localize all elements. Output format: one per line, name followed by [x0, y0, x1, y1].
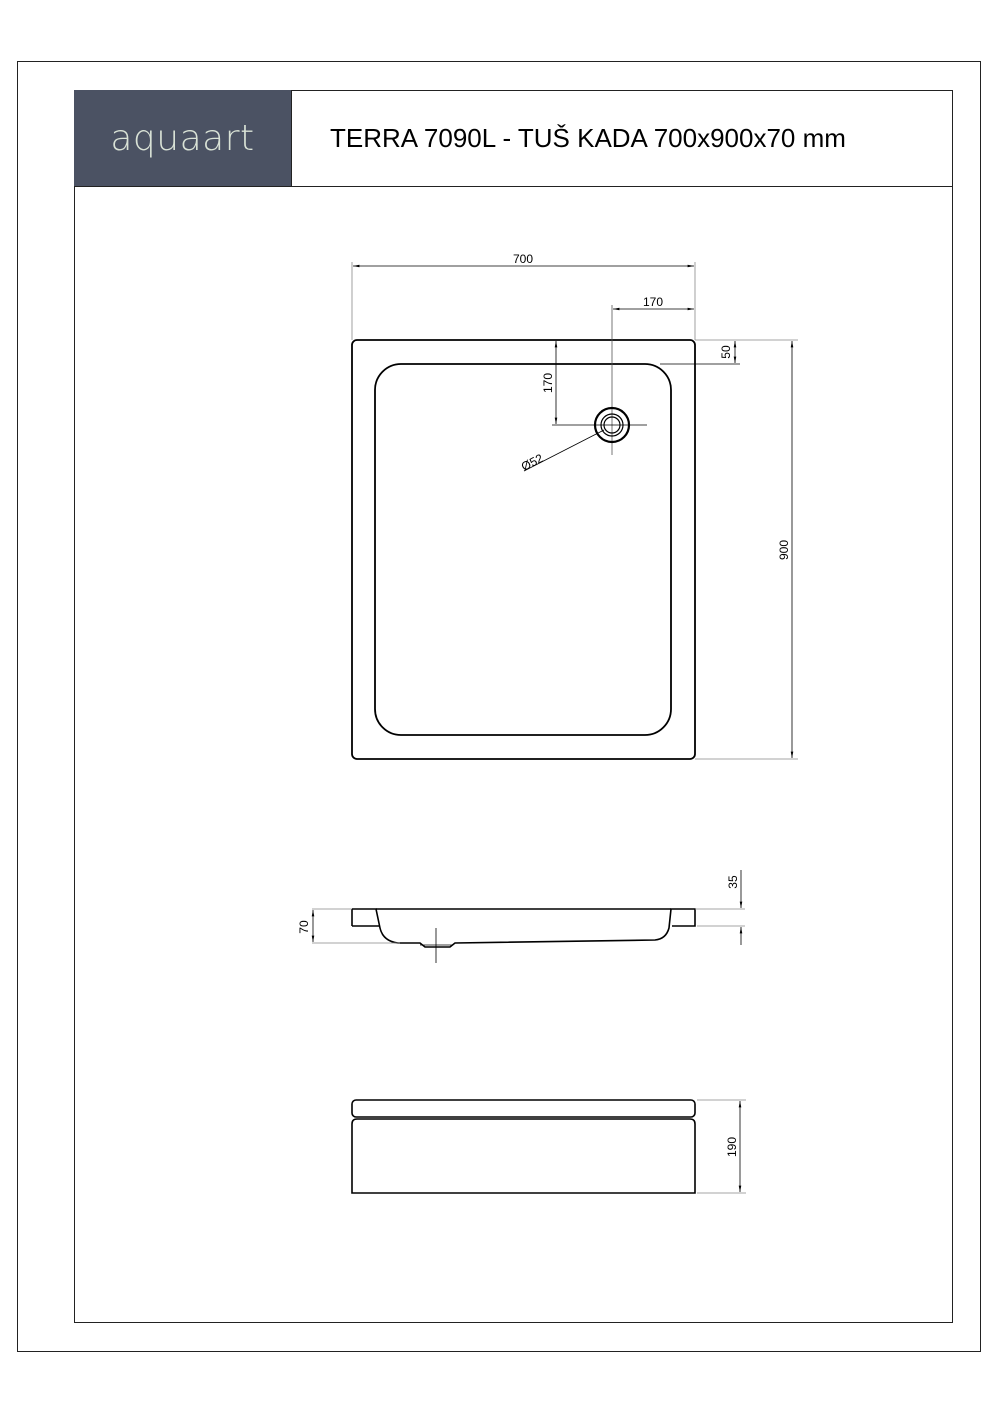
dim-rim-50: 50: [660, 339, 798, 365]
basin-outline: [374, 363, 672, 736]
dim-label-height: 70: [297, 920, 311, 934]
dim-label-length: 900: [777, 540, 791, 560]
brand-logo: aquaart: [74, 90, 292, 186]
drawing-title: TERRA 7090L - TUŠ KADA 700x900x70 mm: [330, 122, 846, 153]
sheet-outer-border: [17, 61, 981, 1352]
title-cell: TERRA 7090L - TUŠ KADA 700x900x70 mm: [292, 90, 953, 186]
drain: Ø52: [519, 406, 631, 474]
dim-height-70: 70: [297, 908, 400, 944]
brand-logo-text: aquaart: [110, 117, 255, 159]
dim-label-drain-y: 170: [541, 373, 555, 393]
dim-label-drain-diameter: Ø52: [519, 451, 546, 474]
top-view: 700 170 170 Ø52 50: [351, 252, 798, 760]
dim-label-rim: 50: [719, 345, 733, 359]
dim-width-700: 700: [351, 252, 696, 340]
dim-front-height-190: 190: [697, 1099, 746, 1194]
tray-outline: [351, 339, 696, 760]
dim-length-900: 900: [695, 341, 798, 760]
sheet-inner-frame: [74, 90, 953, 1323]
dim-label-front-height: 190: [725, 1137, 739, 1157]
dim-label-rim-height: 35: [726, 875, 740, 889]
side-section-view: 70 35: [297, 870, 745, 963]
dim-label-drain-x: 170: [643, 295, 663, 309]
dim-label-width: 700: [513, 252, 533, 266]
dim-drain-y-170: 170: [541, 341, 647, 426]
title-block: aquaart TERRA 7090L - TUŠ KADA 700x900x7…: [74, 90, 953, 187]
front-view: 190: [351, 1099, 746, 1194]
dim-drain-x-170: 170: [611, 295, 694, 455]
dim-rim-height-35: 35: [695, 870, 745, 945]
